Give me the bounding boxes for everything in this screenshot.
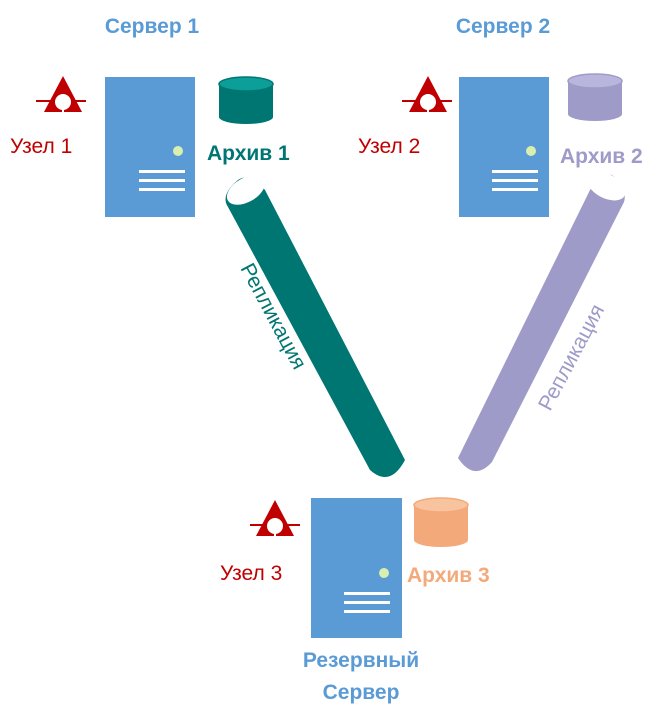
node-3-label: Узел 3: [220, 562, 282, 585]
node-triangle-icon: [402, 76, 452, 124]
replication-link-2: [458, 171, 626, 472]
replication-link-1: [225, 175, 405, 478]
archive-2-label: Архив 2: [560, 145, 643, 168]
server-tower-icon: [459, 77, 549, 217]
archive-3-label: Архив 3: [407, 564, 490, 587]
database-cylinder-icon: [567, 73, 623, 121]
node-triangle-icon: [250, 500, 300, 548]
server-tower-icon: [311, 498, 402, 638]
node-1-label: Узел 1: [10, 135, 72, 158]
node-2-label: Узел 2: [358, 135, 420, 158]
server-3-title-line-2: Сервер: [323, 681, 400, 704]
server-3-title-line-1: Резервный: [303, 649, 419, 672]
server-2-title: Сервер 2: [456, 15, 550, 38]
database-cylinder-icon: [413, 497, 469, 547]
server-1-title: Сервер 1: [105, 15, 200, 38]
server-tower-icon: [105, 77, 195, 217]
node-triangle-icon: [36, 76, 86, 124]
archive-1-label: Архив 1: [207, 142, 290, 165]
database-cylinder-icon: [218, 76, 274, 124]
